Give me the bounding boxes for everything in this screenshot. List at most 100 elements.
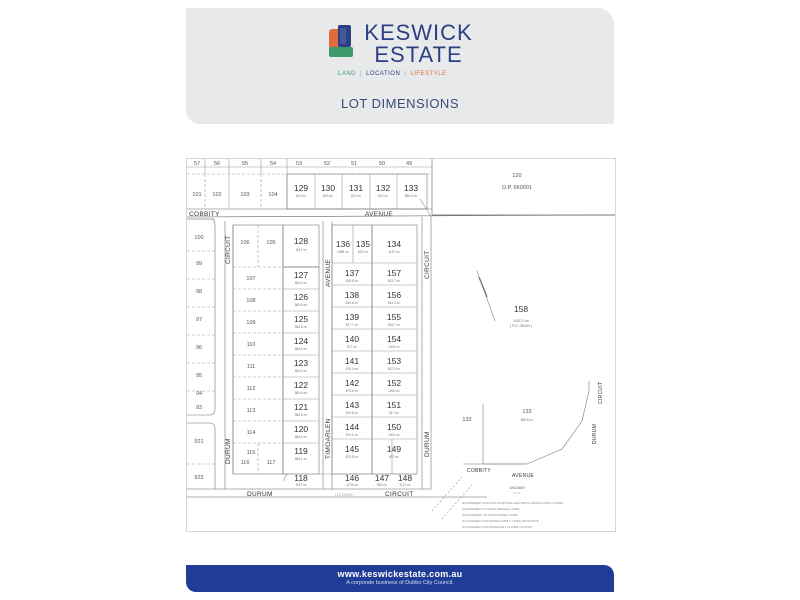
lot-50: 50 [379, 161, 385, 167]
lot-98: 98 [196, 289, 202, 295]
lot-157: 157 [387, 268, 401, 278]
lot-153: 153 [387, 356, 401, 366]
svg-text:820 m²: 820 m² [378, 194, 388, 198]
lot-104: 104 [268, 192, 277, 198]
dp-label: DKD589 [509, 485, 525, 490]
svg-text:874.8 m²: 874.8 m² [346, 411, 359, 415]
lot-158: 158 [514, 304, 528, 314]
svg-text:860 m²: 860 m² [377, 483, 387, 487]
svg-text:856.6 m²: 856.6 m² [405, 194, 418, 198]
svg-text:884.6 m²: 884.6 m² [295, 391, 308, 395]
svg-text:884.6 m²: 884.6 m² [295, 325, 308, 329]
lot-100: 100 [194, 235, 203, 241]
lot-922: 922 [194, 475, 203, 481]
street-circuit-far-right: CIRCUIT [598, 382, 604, 404]
svg-text:1167 m²: 1167 m² [388, 250, 399, 254]
lot-119: 119 [294, 446, 308, 456]
lot-133: 133 [404, 183, 418, 193]
street-circuit-right: CIRCUIT [424, 251, 431, 279]
svg-text:812 m²: 812 m² [389, 455, 399, 459]
lot-152: 152 [387, 378, 401, 388]
lot-148: 148 [398, 473, 412, 483]
lot-101: 101 [192, 192, 201, 198]
lot-128: 128 [294, 236, 308, 246]
easement-y: (Y) EASEMENT FOR WATER SUPPLY 3 WIDE (DP… [462, 519, 539, 523]
svg-text:820 m²: 820 m² [296, 194, 306, 198]
svg-text:873.5 m²: 873.5 m² [346, 455, 359, 459]
tagline-location: LOCATION [366, 71, 401, 77]
lot-138: 138 [345, 290, 359, 300]
svg-text:885.8 m²: 885.8 m² [521, 418, 534, 422]
svg-text:820 m²: 820 m² [358, 250, 368, 254]
lot-52: 52 [324, 161, 330, 167]
svg-text:1088 m²: 1088 m² [337, 250, 349, 254]
lot-95: 95 [196, 373, 202, 379]
lot-107: 107 [246, 276, 255, 282]
lot-132: 132 [376, 183, 390, 193]
lot-51: 51 [351, 161, 357, 167]
street-durum-left: DURUM [225, 438, 232, 464]
svg-text:( P.O. 0801N ): ( P.O. 0801N ) [510, 324, 532, 328]
street-cobbity-bottom: COBBITY [467, 468, 491, 474]
easement-d: (D) EASEMENT FOR DRAINAGE 1.15 WIDE (CXX… [462, 525, 532, 529]
keswick-logo-icon [329, 25, 353, 57]
lot-53: 53 [296, 161, 302, 167]
lot-111: 111 [247, 364, 255, 370]
lot-54: 54 [270, 161, 276, 167]
lot-151: 151 [387, 400, 401, 410]
lot-93: 93 [196, 405, 202, 411]
street-cobbity: COBBITY [189, 211, 220, 218]
lot-143: 143 [345, 400, 359, 410]
lot-97: 97 [196, 317, 202, 323]
street-avenue-vertical: AVENUE [325, 259, 332, 287]
tagline-land: LAND [338, 71, 357, 77]
lot-103: 103 [240, 192, 249, 198]
lot-102: 102 [212, 192, 221, 198]
street-durum-far-right: DURUM [592, 424, 598, 444]
svg-text:819.8 m²: 819.8 m² [346, 301, 359, 305]
svg-text:884.6 m²: 884.6 m² [295, 435, 308, 439]
lot-127: 127 [294, 270, 308, 280]
svg-text:165.2 ha: 165.2 ha [513, 318, 529, 323]
lot-122: 122 [294, 380, 308, 390]
svg-text:1000 m²: 1000 m² [388, 345, 400, 349]
lot-49: 49 [406, 161, 412, 167]
website-link[interactable]: www.keswickestate.com.au [337, 569, 463, 579]
svg-text:819.8 m²: 819.8 m² [346, 279, 359, 283]
svg-text:814.3 m²: 814.3 m² [388, 301, 401, 305]
lot-116: 116 [241, 460, 250, 466]
lot-149: 149 [387, 444, 401, 454]
lot-55: 55 [242, 161, 248, 167]
footer-bar: www.keswickestate.com.au A corporate bus… [186, 565, 614, 592]
svg-text:877 m²: 877 m² [347, 345, 357, 349]
street-timoarlen: TIMOARLEN [325, 418, 332, 459]
lot-117: 117 [267, 460, 276, 466]
lot-94: 94 [196, 391, 202, 397]
lot-113: 113 [247, 408, 256, 414]
svg-text:1167 m²: 1167 m² [295, 248, 306, 252]
lot-155: 155 [387, 312, 401, 322]
street-avenue-bottom: AVENUE [512, 473, 534, 479]
svg-text:1002 m²: 1002 m² [388, 433, 400, 437]
lot-132-right: 132 [462, 417, 471, 423]
lot-99: 99 [196, 261, 202, 267]
svg-text:875.6 m²: 875.6 m² [346, 389, 359, 393]
lot-106: 106 [240, 240, 249, 246]
easement-e: (E) EASEMENT FOR MULTI-PURPOSE ELECTRICA… [462, 501, 563, 505]
parcel-120-dp: D.P. 660001 [502, 185, 532, 191]
svg-text:1175 m²: 1175 m² [346, 483, 357, 487]
lot-118: 118 [294, 473, 308, 483]
svg-text:1167 m²: 1167 m² [295, 483, 306, 487]
lot-130: 130 [321, 183, 335, 193]
lot-146: 146 [345, 473, 359, 483]
svg-text:812.7 m²: 812.7 m² [388, 279, 401, 283]
lot-124: 124 [294, 336, 308, 346]
lot-921: 921 [194, 439, 203, 445]
street-circuit-left: CIRCUIT [225, 236, 232, 264]
svg-text:874.1 m²: 874.1 m² [346, 433, 359, 437]
lot-129: 129 [294, 183, 308, 193]
brand-line-2: ESTATE [374, 42, 463, 67]
svg-text:877.7 m²: 877.7 m² [346, 323, 359, 327]
svg-text:884.6 m²: 884.6 m² [295, 303, 308, 307]
lot-112: 112 [247, 386, 256, 392]
